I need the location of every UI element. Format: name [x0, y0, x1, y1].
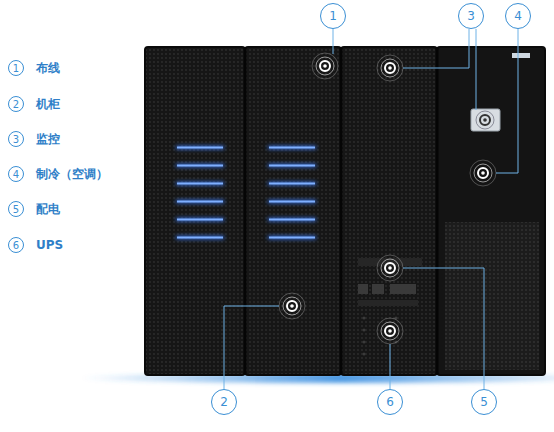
callout-number: 1: [329, 9, 337, 23]
part-name: 机柜: [36, 96, 60, 113]
legend-item: 1 布线: [8, 60, 60, 77]
callout-circle: 5: [471, 389, 497, 415]
part-name: 制冷（空调）: [36, 166, 108, 183]
legend-number-circle: 2: [8, 96, 24, 112]
power-panel: [358, 258, 422, 356]
server-lights: [176, 146, 316, 239]
callout-number: 5: [13, 204, 19, 215]
callout-circle: 3: [458, 3, 484, 29]
leader-lines: [224, 29, 518, 389]
monitor-screen: [471, 109, 500, 131]
callout-number: 4: [514, 9, 522, 23]
callout-circle: 1: [320, 3, 346, 29]
target-rings: [279, 53, 496, 344]
floor-line: [70, 376, 554, 378]
part-name: 布线: [36, 60, 60, 77]
callout-number: 5: [480, 395, 488, 409]
callout-number: 6: [386, 395, 394, 409]
legend-item: 4 制冷（空调）: [8, 166, 108, 183]
callout-number: 2: [13, 99, 19, 110]
callout-number: 4: [13, 169, 19, 180]
cabinet-row: [145, 47, 545, 375]
legend-item: 3 监控: [8, 131, 60, 148]
legend-number-circle: 3: [8, 131, 24, 147]
callout-number: 3: [13, 134, 19, 145]
callout-circle: 2: [211, 389, 237, 415]
legend-number-circle: 6: [8, 237, 24, 253]
callout-circle: 6: [377, 389, 403, 415]
callout-number: 1: [13, 63, 19, 74]
legend-number-circle: 4: [8, 166, 24, 182]
part-name: 监控: [36, 131, 60, 148]
legend-number-circle: 1: [8, 60, 24, 76]
part-name: UPS: [36, 238, 63, 252]
legend-item: 6 UPS: [8, 237, 63, 253]
legend-item: 2 机柜: [8, 96, 60, 113]
callout-number: 3: [467, 9, 475, 23]
legend-item: 5 配电: [8, 201, 60, 218]
part-name: 配电: [36, 201, 60, 218]
callout-number: 2: [220, 395, 228, 409]
legend-number-circle: 5: [8, 201, 24, 217]
callout-number: 6: [13, 240, 19, 251]
callout-circle: 4: [505, 3, 531, 29]
